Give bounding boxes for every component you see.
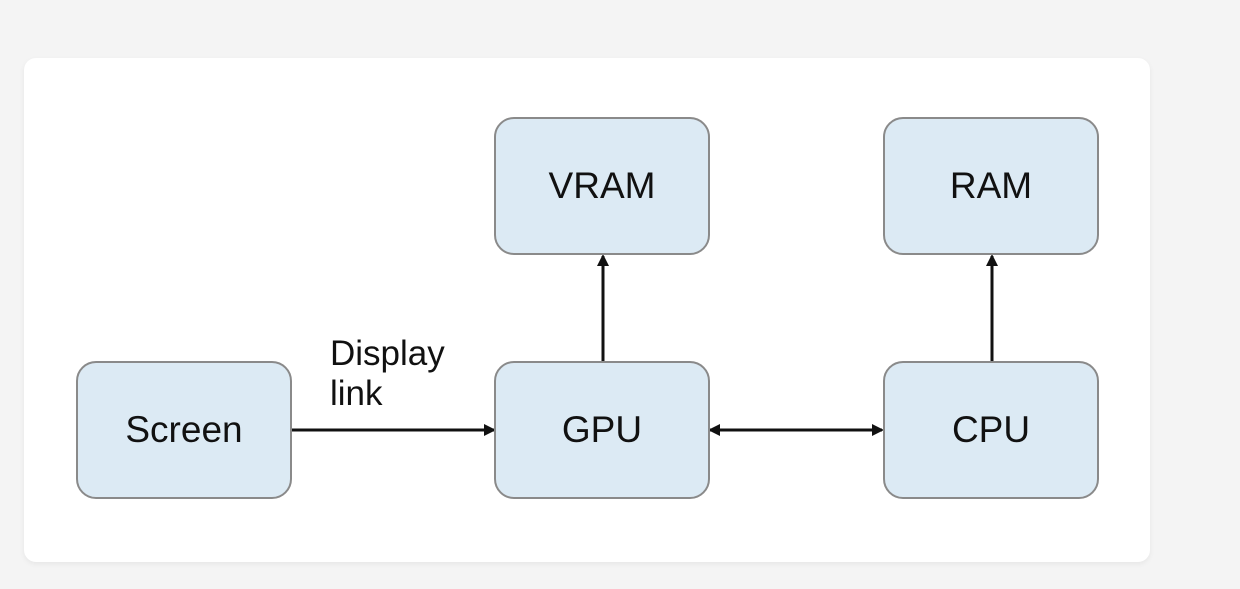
edge-label-line2: link (330, 374, 383, 413)
node-cpu: CPU (883, 361, 1099, 499)
node-gpu-label: GPU (561, 409, 643, 450)
node-ram: RAM (883, 117, 1099, 255)
node-gpu: GPU (494, 361, 710, 499)
edge-label-display-link: Display link (330, 334, 445, 414)
node-screen: Screen (76, 361, 292, 499)
node-cpu-label: CPU (951, 409, 1031, 450)
node-screen-label: Screen (125, 409, 243, 450)
edge-label-line1: Display (330, 334, 445, 373)
node-vram: VRAM (494, 117, 710, 255)
node-ram-label: RAM (949, 165, 1033, 206)
node-vram-label: VRAM (548, 165, 656, 206)
